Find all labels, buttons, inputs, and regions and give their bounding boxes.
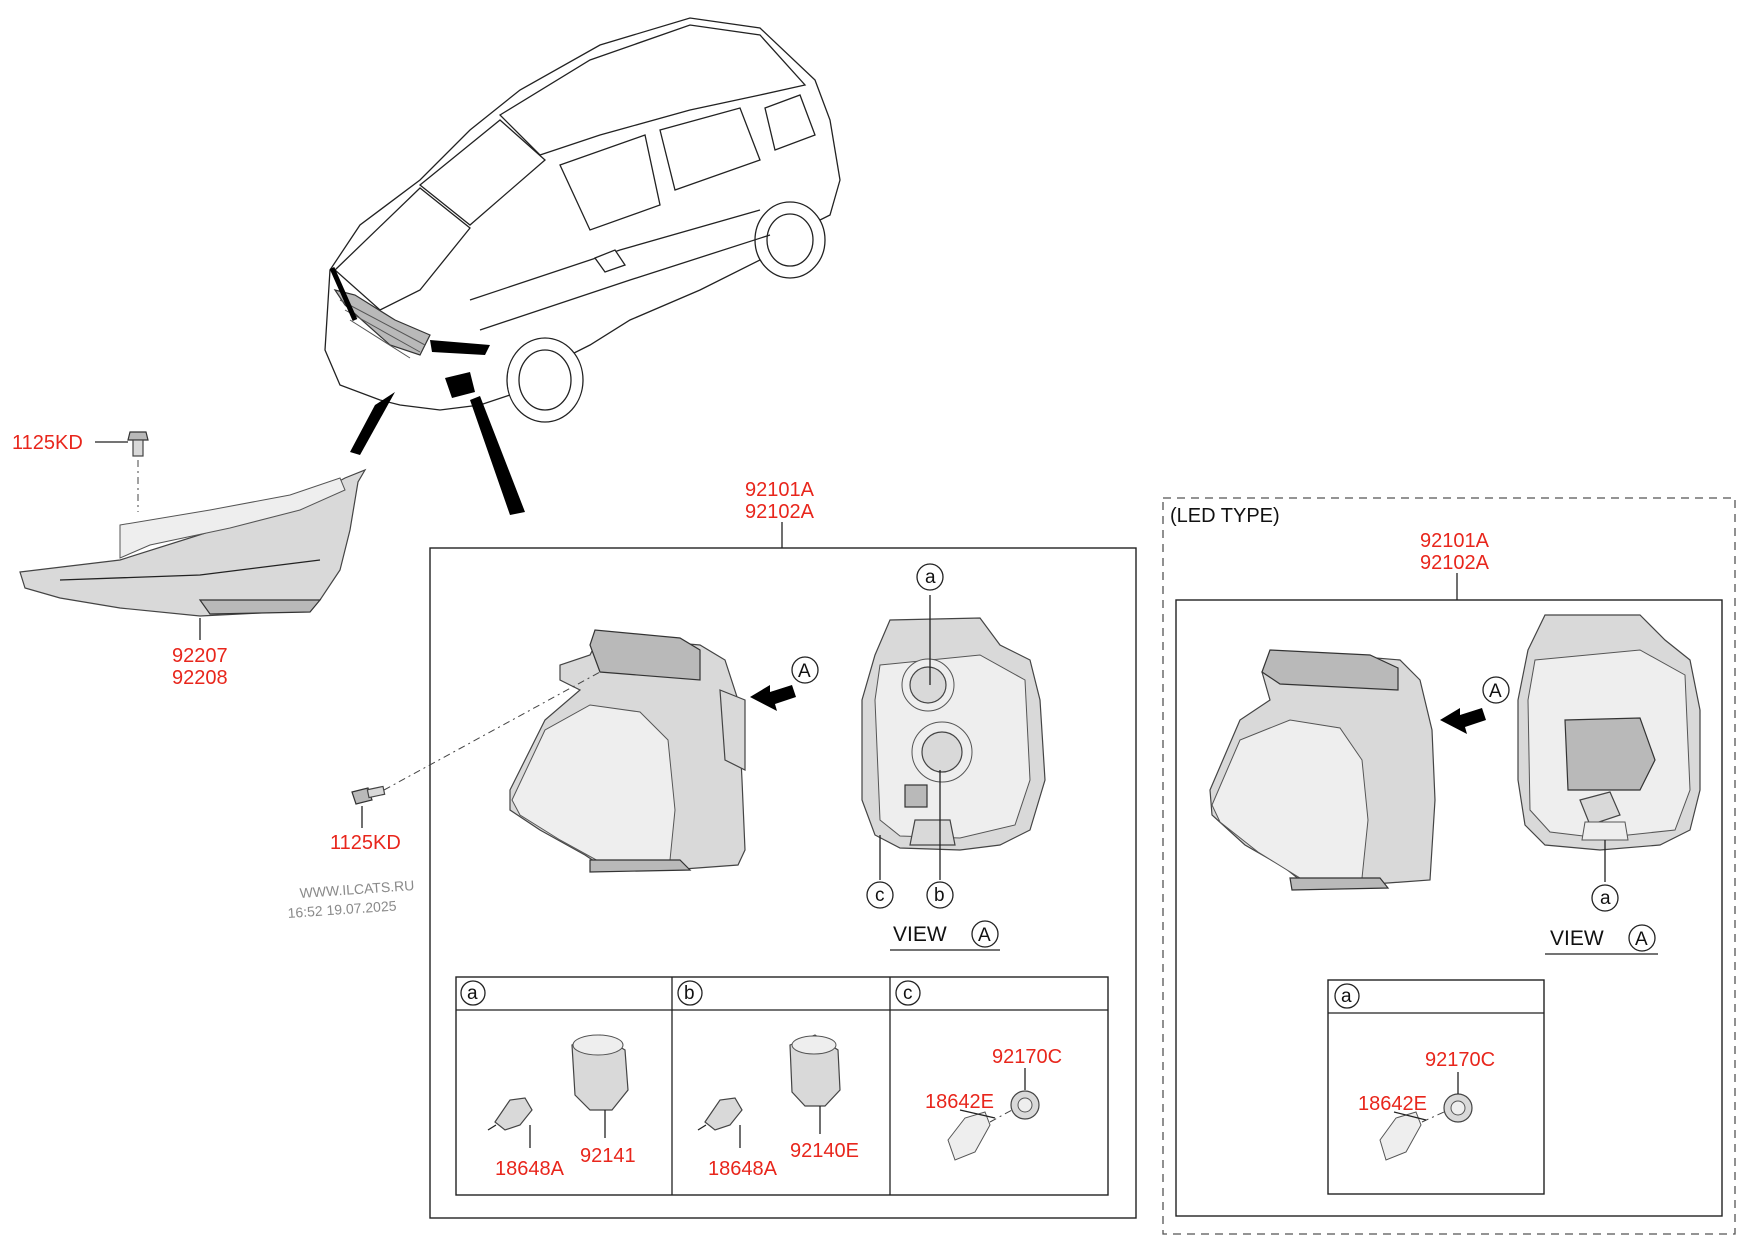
led-type-label: (LED TYPE) [1170, 505, 1280, 527]
part-number-92102a-led: 92102A [1420, 552, 1490, 574]
watermark-timestamp: 16:52 19.07.2025 [287, 897, 397, 921]
marker-c-view: c [875, 885, 885, 906]
table-col-a: a [467, 983, 478, 1004]
part-number-92208: 92208 [172, 667, 228, 689]
led-marker-a-view: a [1600, 888, 1611, 909]
table-col-b: b [684, 983, 695, 1004]
part-number-92102a: 92102A [745, 501, 815, 523]
bulb-18648a-b-icon [704, 1097, 743, 1131]
part-number-92170c: 92170C [992, 1046, 1062, 1068]
view-label: VIEW [893, 923, 947, 946]
part-number-92207: 92207 [172, 645, 228, 667]
bulb-18642e-icon [947, 1111, 991, 1161]
led-bulb-table: a [1327, 979, 1545, 1195]
headlamp-rear-view: a c b [861, 563, 1046, 909]
marker-a-label: A [798, 661, 811, 682]
part-number-18642e: 18642E [925, 1091, 994, 1113]
part-number-1125kd-upper: 1125KD [12, 432, 83, 454]
watermark-site: WWW.ILCATS.RU [299, 877, 415, 901]
view-arrow-icon [750, 685, 796, 711]
led-bulb-18642e-icon [1379, 1111, 1422, 1161]
part-number-92101a-led: 92101A [1420, 530, 1490, 552]
table-col-c: c [903, 983, 913, 1004]
car-illustration [324, 17, 841, 515]
fog-lamp-assembly [19, 431, 367, 640]
part-number-18642e-led: 18642E [1358, 1093, 1427, 1115]
bulb-table: a b c [455, 976, 1109, 1196]
bulb-18648a-icon [494, 1097, 533, 1131]
part-number-92170c-led: 92170C [1425, 1049, 1495, 1071]
led-headlamp-rear-view: a [1517, 614, 1701, 912]
marker-a-view: a [925, 567, 936, 588]
marker-b-view: b [934, 885, 945, 906]
led-headlamp-unit [1209, 649, 1436, 891]
led-view-marker-a: A [1635, 929, 1648, 950]
led-type-frame [1162, 497, 1736, 1235]
part-number-18648a-a: 18648A [495, 1158, 565, 1180]
headlamp-unit [351, 629, 746, 873]
led-marker-a: A [1489, 681, 1502, 702]
led-view-label: VIEW [1550, 927, 1604, 950]
part-number-92101a: 92101A [745, 479, 815, 501]
headlamp-frame [429, 547, 1137, 1219]
part-number-92141: 92141 [580, 1145, 636, 1167]
led-table-col-a: a [1341, 986, 1352, 1007]
led-headlamp-frame [1175, 599, 1723, 1217]
part-number-1125kd-lower: 1125KD [330, 832, 401, 854]
led-view-arrow-icon [1440, 708, 1486, 734]
marker-a-circle [791, 656, 819, 684]
part-number-18648a-b: 18648A [708, 1158, 778, 1180]
part-number-92140e: 92140E [790, 1140, 859, 1162]
view-marker-a: A [978, 925, 991, 946]
